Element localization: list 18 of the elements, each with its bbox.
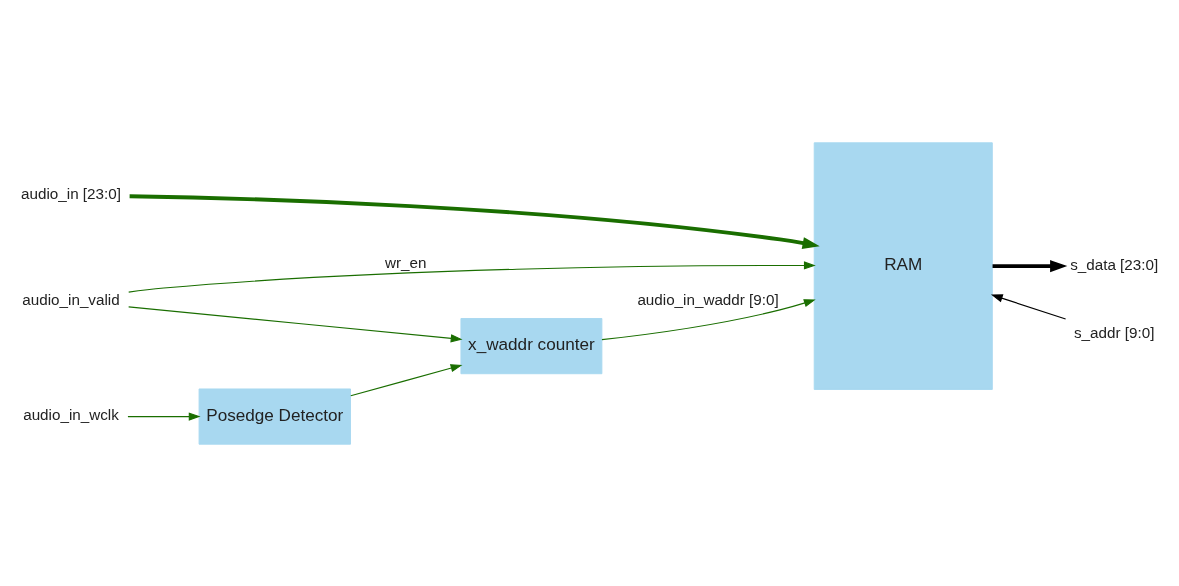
node-text: audio_in [23:0]: [21, 184, 121, 202]
node-text: audio_in_valid: [22, 290, 120, 308]
arrow: [601, 298, 816, 340]
node-box: Posedge Detector: [198, 388, 351, 445]
arrow: [129, 193, 820, 249]
edge-label: wr_en: [384, 253, 427, 271]
node-text: s_addr [9:0]: [1073, 323, 1155, 341]
node-box: x_waddr counter: [460, 317, 603, 374]
node-text: audio_in_wclk: [23, 405, 119, 423]
arrow: [350, 363, 463, 396]
arrow: [128, 260, 816, 293]
edge-label: audio_in_waddr [9:0]: [637, 290, 779, 308]
arrow: [128, 305, 463, 342]
arrow: [990, 293, 1067, 320]
arrow: [992, 259, 1068, 272]
node-text: s_data [23:0]: [1070, 255, 1159, 273]
arrow: [127, 411, 201, 421]
node-box: RAM: [813, 141, 993, 390]
